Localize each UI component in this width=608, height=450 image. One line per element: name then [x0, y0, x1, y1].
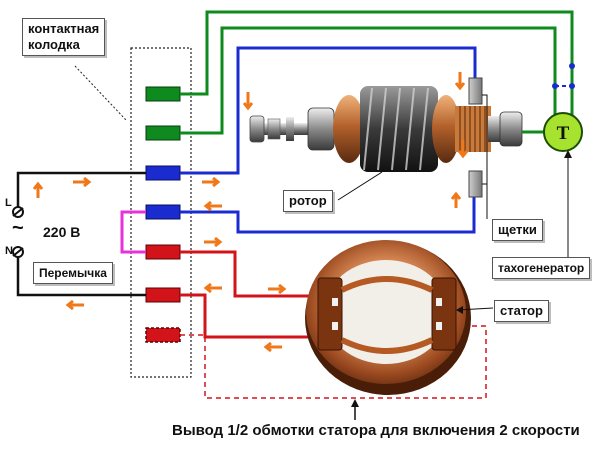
phase-n-label: N	[5, 245, 13, 257]
arrow-right	[204, 236, 223, 248]
wire-red-2	[180, 293, 312, 339]
footer-caption: Вывод 1/2 обмотки статора для включения …	[172, 422, 580, 439]
terminal-block-label-line1: контактная	[28, 21, 100, 36]
terminal-green-2	[145, 125, 181, 141]
mains-wire-n	[16, 252, 146, 297]
wire-green-1	[180, 10, 574, 132]
pointer-rotor	[337, 171, 383, 201]
tacho-symbol: T	[557, 123, 570, 144]
pointer-block	[74, 65, 127, 121]
wire-blue-1	[180, 46, 477, 175]
jumper-label: Перемычка	[33, 262, 113, 284]
tachogenerator-label: тахогенератор	[492, 257, 591, 279]
wire-green-2	[180, 26, 557, 135]
arrow-left	[203, 282, 222, 294]
arrow-left	[203, 200, 222, 212]
rotor-label: ротор	[283, 190, 333, 212]
wire-blue-2	[180, 195, 476, 234]
rotor-illustration	[249, 86, 523, 172]
pointer-stator-arrowhead	[456, 306, 463, 314]
phase-l-label: L	[5, 197, 12, 209]
terminal-red-2	[145, 287, 181, 303]
arrow-up	[32, 181, 44, 198]
brush-top	[468, 77, 483, 105]
stator-label: статор	[494, 300, 549, 322]
pointer-tacho	[554, 156, 569, 266]
pointer-tacho-arrowhead	[564, 150, 572, 158]
stator-illustration	[305, 240, 471, 395]
arrow-down	[242, 92, 254, 111]
pointer-brushes	[482, 94, 488, 219]
tachogenerator-circle	[543, 112, 583, 152]
brush-bottom	[468, 170, 483, 198]
wire-node	[569, 63, 575, 69]
wire-red-dashed	[180, 325, 487, 399]
pointer-stator	[457, 307, 494, 311]
arrow-right	[268, 283, 287, 295]
brushes-label: щетки	[492, 219, 543, 241]
terminal-red-dashed	[145, 327, 181, 343]
wire-node	[569, 83, 575, 89]
arrow-right	[202, 176, 221, 188]
terminal-blue-2	[145, 204, 181, 220]
jumper-wire	[120, 210, 146, 254]
wire-red-1	[180, 250, 312, 298]
terminal-block-label-line2: колодка	[28, 37, 80, 52]
wire-node	[552, 83, 558, 89]
mains-wire-l	[16, 171, 146, 212]
arrow-left	[263, 341, 282, 353]
mains-terminal-l	[12, 206, 24, 218]
arrow-up	[450, 191, 462, 208]
arrow-down	[457, 140, 469, 159]
terminal-list	[145, 86, 181, 343]
terminal-green-1	[145, 86, 181, 102]
current-arrows	[32, 72, 469, 353]
arrow-left	[65, 299, 84, 311]
arrow-right	[73, 176, 92, 188]
pointer-footer-arrowhead	[351, 399, 359, 407]
ac-symbol: ~	[12, 217, 24, 239]
voltage-label: 220 В	[43, 224, 81, 240]
terminal-blue-1	[145, 165, 181, 181]
terminal-red-1	[145, 244, 181, 260]
terminal-block-label: контактная колодка	[22, 18, 106, 56]
arrow-down	[454, 72, 466, 91]
mains-terminal-n	[12, 246, 24, 258]
